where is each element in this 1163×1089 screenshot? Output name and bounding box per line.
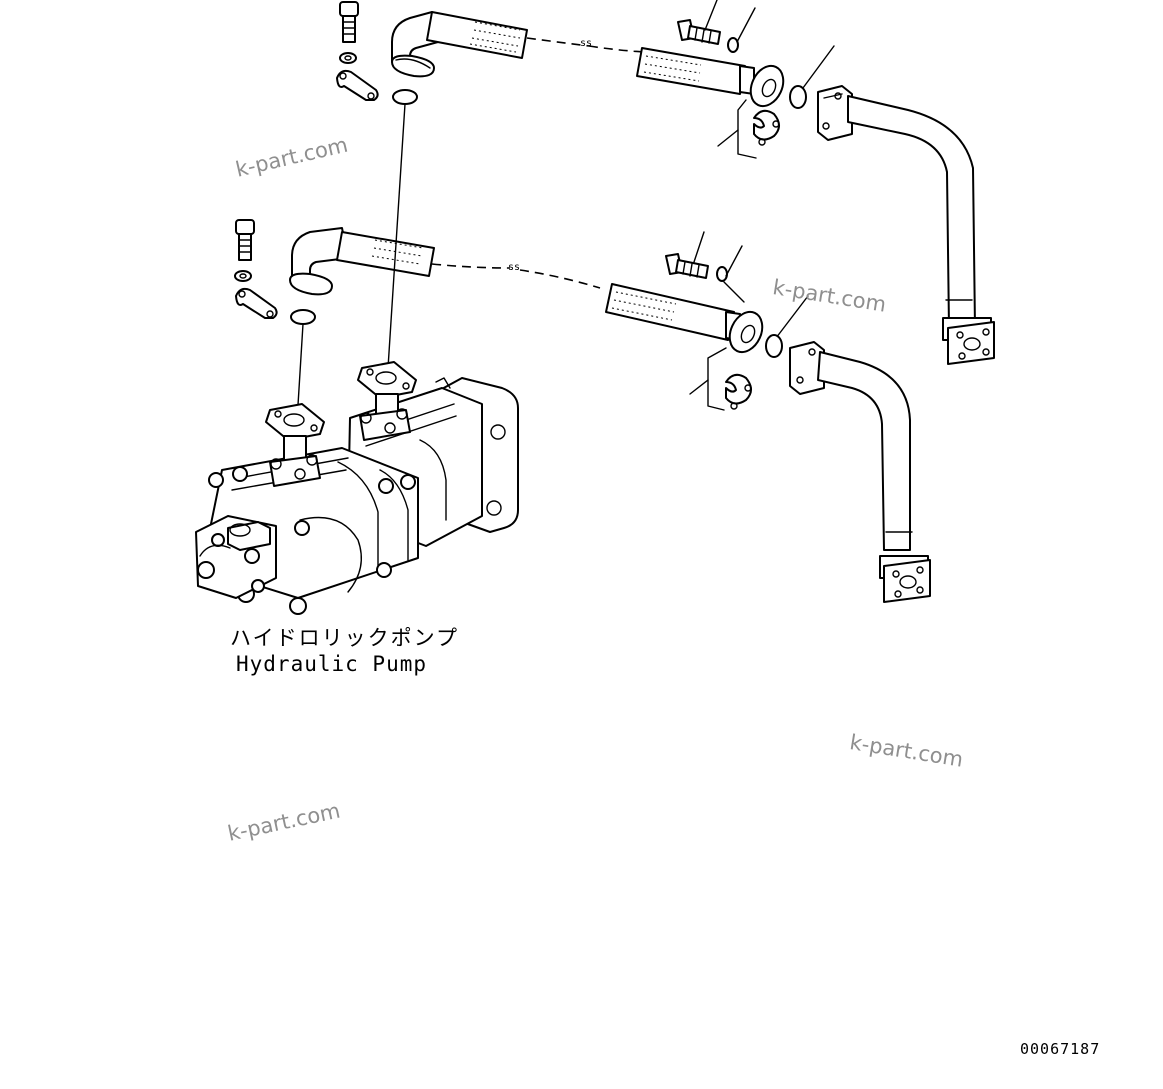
pump-port-upper — [357, 361, 417, 441]
pump-port-lower — [265, 403, 325, 487]
lower-left-washer — [234, 270, 252, 282]
lower-right-washer — [716, 266, 728, 282]
upper-o-ring — [392, 89, 418, 105]
svg-text:ss: ss — [580, 38, 592, 49]
lower-flange-o-ring — [765, 334, 783, 358]
lower-right-bolt — [665, 253, 709, 279]
upper-right-bolt — [677, 19, 721, 45]
upper-left-bolt — [339, 1, 359, 43]
upper-hose: ss — [391, 11, 785, 108]
upper-right-washer — [727, 37, 739, 53]
svg-text:ss: ss — [508, 262, 520, 273]
lower-o-ring — [290, 309, 316, 325]
upper-left-washer — [339, 52, 357, 64]
lower-right-clamp — [725, 373, 752, 410]
lower-port-leader — [297, 323, 304, 406]
lower-left-split-clamp — [235, 287, 278, 319]
pump-label-english: Hydraulic Pump — [236, 652, 428, 676]
lower-hose: ss — [289, 227, 764, 354]
upper-flange-o-ring — [789, 85, 807, 109]
upper-port-leader — [387, 103, 406, 369]
upper-steel-tube — [817, 85, 995, 365]
hydraulic-pump — [195, 361, 519, 615]
upper-hose-assembly: ss — [336, 0, 995, 365]
lower-steel-tube — [789, 341, 931, 603]
upper-right-clamp — [753, 109, 780, 146]
figure-number: 00067187 — [1020, 1040, 1101, 1058]
lower-left-bolt — [235, 219, 255, 261]
upper-left-split-clamp — [336, 69, 379, 101]
pump-label-japanese: ハイドロリックポンプ — [230, 626, 459, 650]
lower-hose-assembly: ss — [234, 219, 931, 603]
